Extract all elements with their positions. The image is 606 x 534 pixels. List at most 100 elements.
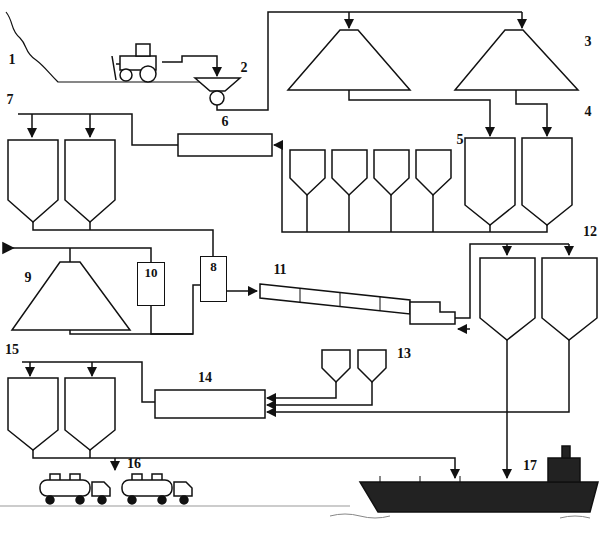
bulk-trucks-part	[98, 496, 106, 504]
callout-number: 5	[457, 133, 464, 147]
clinker-silos-part	[480, 258, 535, 340]
additive-hoppers-part	[332, 150, 367, 195]
additive-hoppers	[290, 150, 451, 232]
callout-number: 13	[397, 347, 411, 361]
additive-hoppers-part	[307, 195, 433, 232]
callout-number: 7	[7, 93, 14, 107]
gypsum-silos	[267, 350, 386, 405]
ship-part	[330, 514, 590, 518]
stockpile-conveyors	[217, 12, 578, 136]
crusher-hopper-part	[162, 56, 217, 76]
gypsum-silos-part	[358, 350, 386, 382]
coal-feed	[3, 243, 193, 334]
stockpile-conveyors-part	[349, 90, 490, 136]
raw-mill-part	[89, 114, 91, 137]
raw-mill-part	[178, 134, 272, 156]
bulk-trucks-part	[174, 482, 192, 496]
callout-number: 12	[583, 225, 597, 239]
cement-silos-part	[114, 458, 116, 470]
cement-silos-part	[89, 450, 91, 458]
callout-number: 10	[138, 263, 164, 279]
callout-number: 14	[198, 371, 212, 385]
bulldozer-part	[140, 66, 156, 82]
crusher-hopper	[162, 56, 240, 105]
bulk-trucks-part	[40, 480, 90, 496]
additive-hoppers-part	[374, 150, 409, 195]
callout-number: 11	[273, 263, 286, 277]
process-box: 8	[200, 256, 227, 302]
clinker-silos-part	[267, 340, 569, 412]
callout-number: 15	[5, 343, 19, 357]
gypsum-silos-part	[267, 382, 372, 405]
raw-meal-silos	[8, 140, 213, 256]
gypsum-silos-part	[322, 350, 350, 382]
callout-number: 1	[9, 53, 16, 67]
crusher-hopper-part	[210, 91, 224, 105]
bulk-trucks	[40, 474, 192, 504]
raw-material-silos	[274, 138, 572, 232]
stockpile-conveyors-part	[348, 12, 350, 28]
bulldozer	[112, 44, 156, 82]
kiln-part	[410, 302, 455, 324]
cement-silos	[8, 378, 455, 478]
raw-meal-silos-part	[65, 140, 115, 222]
kiln-part	[227, 290, 257, 292]
raw-material-silos-part	[522, 138, 572, 225]
coal-feed-part	[69, 248, 71, 262]
bulk-trucks-part	[122, 480, 172, 496]
clinker-silos	[267, 258, 597, 478]
cement-mill-part	[155, 390, 265, 418]
callout-number: 8	[201, 257, 226, 273]
cement-silos-part	[33, 450, 455, 478]
raw-meal-silos-part	[8, 140, 58, 222]
stockpile-conveyors-part	[521, 12, 523, 28]
ground-part	[0, 506, 350, 507]
quarry	[6, 12, 200, 82]
ship-part	[380, 476, 460, 482]
kiln-part	[260, 284, 410, 314]
ship	[330, 446, 598, 518]
additive-hoppers-part	[416, 150, 451, 195]
ship-part	[360, 482, 598, 512]
bulk-trucks-part	[128, 496, 136, 504]
callout-number: 3	[585, 35, 592, 49]
raw-meal-silos-part	[33, 222, 213, 256]
clinker-silos-part	[506, 340, 508, 478]
raw-material-silos-part	[465, 138, 515, 225]
clinker-silos-part	[542, 258, 597, 340]
kiln-part	[458, 328, 470, 330]
ground	[0, 505, 350, 507]
ship-part	[548, 458, 580, 482]
gypsum-silos-part	[267, 382, 336, 398]
cement-mill-part	[29, 362, 31, 376]
kiln-part	[506, 244, 508, 255]
bulk-trucks-part	[180, 496, 188, 504]
bulk-trucks-part	[46, 496, 54, 504]
callout-number: 4	[585, 105, 592, 119]
stockpile-conveyors-part	[455, 30, 578, 90]
coal-feed-part	[3, 243, 13, 253]
coal-feed-part	[13, 248, 151, 262]
stockpile-conveyors-part	[516, 90, 547, 136]
stockpile-conveyors-part	[217, 12, 522, 110]
process-box: 10	[137, 262, 165, 306]
kiln-part	[300, 288, 380, 311]
kiln-part	[568, 244, 570, 255]
bulk-trucks-part	[50, 474, 80, 480]
raw-material-silos-part	[274, 145, 547, 232]
bulk-trucks-part	[132, 474, 162, 480]
crusher-hopper-part	[195, 78, 240, 91]
additive-hoppers-part	[290, 150, 325, 195]
callout-number: 17	[523, 459, 537, 473]
bulldozer-part	[112, 56, 120, 80]
raw-mill-part	[31, 114, 33, 137]
ship-part	[562, 446, 570, 458]
callout-number: 9	[25, 271, 32, 285]
callout-number: 6	[222, 115, 229, 129]
cement-silos-part	[8, 378, 58, 450]
cement-silos-part	[65, 378, 115, 450]
callout-number: 16	[127, 457, 141, 471]
cement-mill-part	[91, 362, 93, 376]
